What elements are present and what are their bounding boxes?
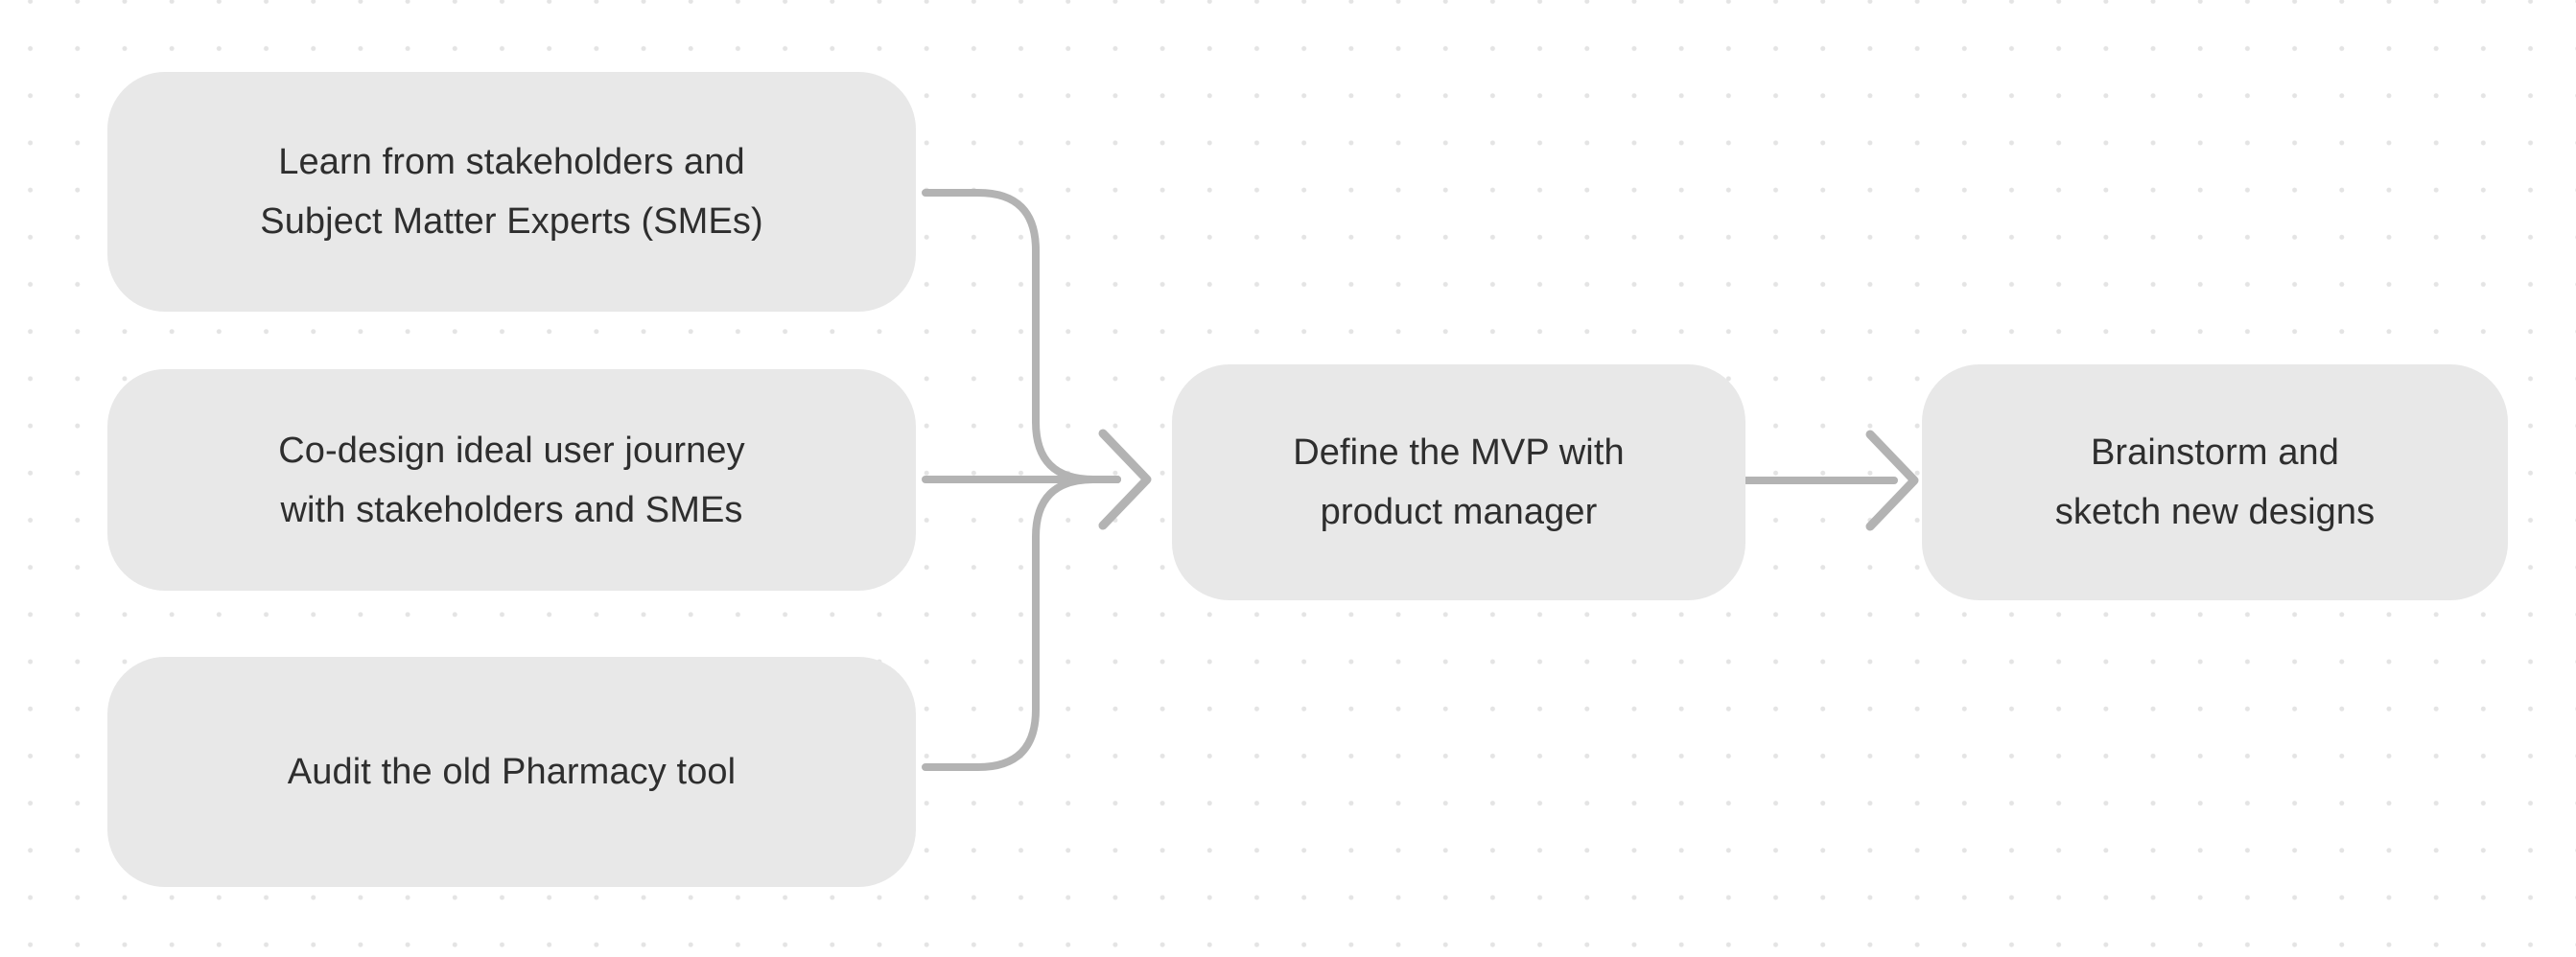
node-define-the-mvp[interactable]: Define the MVP with product manager	[1172, 364, 1745, 600]
edge-audit-to-mvp	[922, 476, 1121, 771]
node-label: Co-design ideal user journey with stakeh…	[278, 430, 745, 530]
node-co-design-user-journey[interactable]: Co-design ideal user journey with stakeh…	[107, 369, 916, 591]
edge-merge-arrowhead-icon	[1098, 429, 1152, 530]
edge-mvp-to-brainstorm-arrowhead-icon	[1865, 430, 1919, 531]
node-label: Learn from stakeholders and Subject Matt…	[260, 142, 763, 242]
node-label: Define the MVP with product manager	[1293, 432, 1625, 532]
node-label: Brainstorm and sketch new designs	[2054, 432, 2376, 532]
node-brainstorm-sketch-designs[interactable]: Brainstorm and sketch new designs	[1922, 364, 2508, 600]
node-learn-from-stakeholders[interactable]: Learn from stakeholders and Subject Matt…	[107, 72, 916, 312]
node-audit-old-pharmacy-tool[interactable]: Audit the old Pharmacy tool	[107, 657, 916, 887]
edge-learn-to-mvp	[922, 189, 1121, 483]
node-label: Audit the old Pharmacy tool	[287, 752, 737, 792]
